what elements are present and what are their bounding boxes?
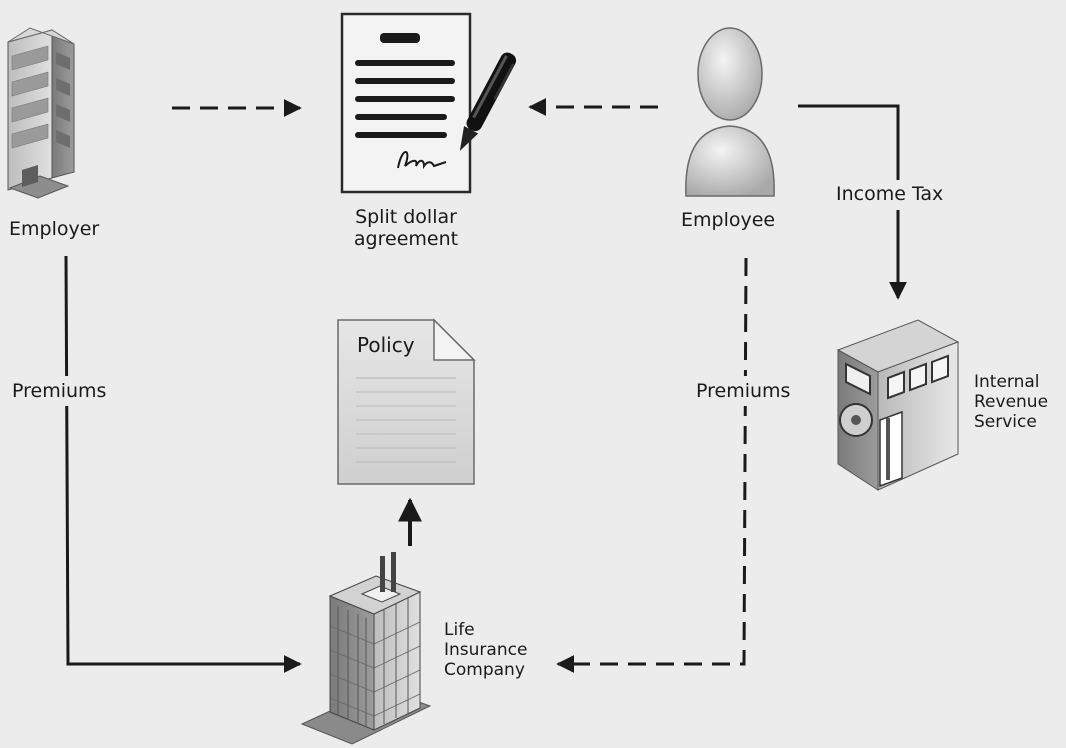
employer-label: Employer [9, 218, 100, 240]
insurer-label-line1: Life [444, 620, 475, 640]
irs-label-line2: Revenue [974, 392, 1049, 412]
insurer-label-line3: Company [444, 660, 525, 680]
skyscraper-icon [300, 552, 432, 745]
policy-label: Policy [357, 333, 415, 357]
employee-label: Employee [681, 209, 776, 231]
agreement-label: Split dollar agreement [342, 206, 470, 250]
irs-label-line3: Service [974, 412, 1037, 432]
insurer-label: Life Insurance Company [444, 620, 527, 680]
office-building-icon [7, 27, 75, 199]
edge-income-tax [798, 104, 907, 300]
vault-building-icon [836, 319, 960, 491]
person-icon [685, 27, 775, 197]
income-tax-label: Income Tax [836, 183, 944, 205]
employer-premiums-label: Premiums [12, 380, 107, 402]
insurer-label-line2: Insurance [444, 640, 528, 660]
employee-premiums-label: Premiums [696, 380, 791, 402]
irs-label-line1: Internal [974, 372, 1040, 392]
irs-label: Internal Revenue Service [974, 372, 1048, 432]
signed-document-icon [340, 12, 517, 194]
policy-document-icon [337, 318, 476, 485]
edge-employer-premiums [64, 255, 302, 673]
agreement-label-line2: agreement [353, 228, 459, 250]
edge-employee-premiums [556, 257, 748, 673]
agreement-label-line1: Split dollar [355, 206, 457, 228]
